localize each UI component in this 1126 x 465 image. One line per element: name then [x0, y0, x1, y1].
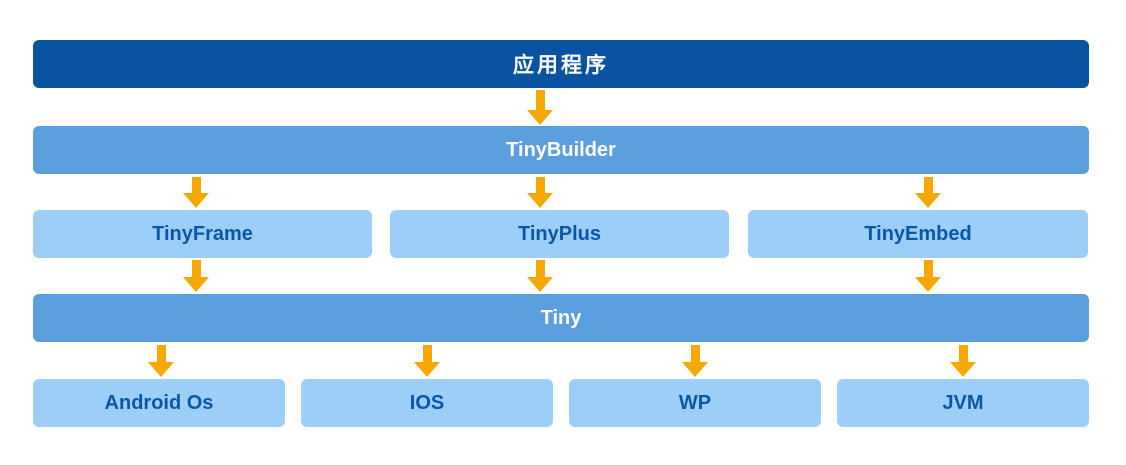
- arrow-down-icon: [915, 260, 941, 292]
- arrow-down-icon: [527, 177, 553, 208]
- node-android-os: Android Os: [33, 379, 285, 427]
- arrow-down-icon: [183, 260, 209, 292]
- node-wp: WP: [569, 379, 821, 427]
- arrow-down-icon: [950, 345, 976, 377]
- node-ios: IOS: [301, 379, 553, 427]
- arrow-down-icon: [527, 260, 553, 292]
- node-jvm: JVM: [837, 379, 1089, 427]
- node-tinyframe: TinyFrame: [33, 210, 372, 258]
- arrow-down-icon: [915, 177, 941, 208]
- node-tinyplus: TinyPlus: [390, 210, 729, 258]
- node-application: 应用程序: [33, 40, 1089, 88]
- arrow-down-icon: [183, 177, 209, 208]
- node-tinyembed: TinyEmbed: [748, 210, 1088, 258]
- node-tinybuilder: TinyBuilder: [33, 126, 1089, 174]
- arrow-down-icon: [527, 90, 553, 125]
- arrow-down-icon: [682, 345, 708, 377]
- arrow-down-icon: [414, 345, 440, 377]
- arrow-down-icon: [148, 345, 174, 377]
- node-tiny: Tiny: [33, 294, 1089, 342]
